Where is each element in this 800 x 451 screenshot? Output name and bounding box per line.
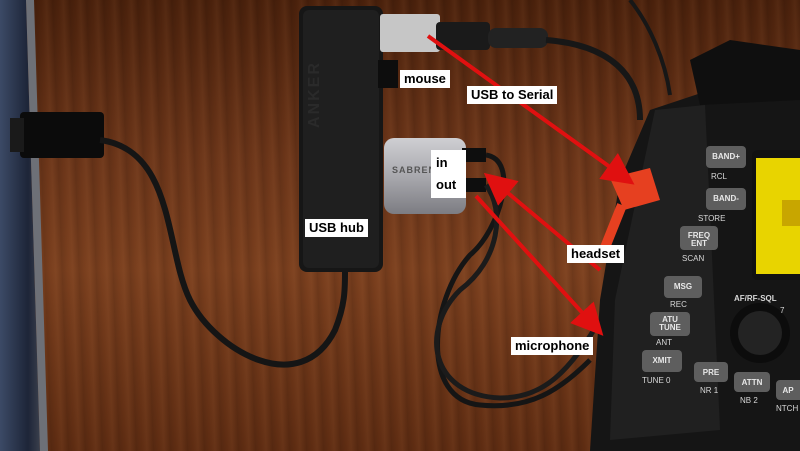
radio-knob-label: AF/RF-SQL xyxy=(734,294,777,303)
radio-button-atu-tune: ATU TUNE xyxy=(659,315,681,332)
radio-sub-store: STORE xyxy=(698,214,726,223)
radio-sub-rcl: RCL xyxy=(711,172,728,181)
radio-sub-nr: NR 1 xyxy=(700,386,719,395)
laptop-edge xyxy=(0,0,104,451)
label-out: out xyxy=(436,177,457,192)
in-jack xyxy=(462,148,486,162)
radio-knob-tick: 7 xyxy=(780,306,785,315)
radio-button-attn: ATTN xyxy=(741,378,763,387)
radio-sub-scan: SCAN xyxy=(682,254,705,263)
radio-sub-ant: ANT xyxy=(656,338,672,347)
radio-sub-rec: REC xyxy=(670,300,687,309)
mouse-port-plug xyxy=(378,60,398,88)
radio-button-band-down: BAND- xyxy=(713,194,739,203)
radio-button-msg: MSG xyxy=(673,282,693,291)
label-headset: headset xyxy=(567,245,625,263)
label-microphone: microphone xyxy=(511,337,594,355)
radio-sub-ntch: NTCH xyxy=(776,404,799,413)
usb-plug-laptop xyxy=(20,112,104,158)
adapter-brand-text: SABRENT xyxy=(392,165,443,175)
radio-button-band-up: BAND+ xyxy=(712,152,740,161)
radio-button-xmit: XMIT xyxy=(652,356,672,365)
hub-brand-text: ANKER xyxy=(306,61,323,128)
label-in: in xyxy=(436,155,448,170)
label-mouse: mouse xyxy=(400,70,450,88)
usb-hub xyxy=(299,6,398,272)
radio-button-freq-ent: FREQ ENT xyxy=(687,231,711,248)
arrow-microphone xyxy=(474,194,604,336)
radio-button-pre: PRE xyxy=(702,368,720,377)
label-in-out: in out xyxy=(431,150,466,198)
label-usb-to-serial: USB to Serial xyxy=(467,86,558,104)
out-jack xyxy=(462,178,486,192)
radio-sub-nb: NB 2 xyxy=(740,396,758,405)
arrow-usb-serial xyxy=(426,34,635,185)
radio-sub-tune: TUNE 0 xyxy=(642,376,671,385)
usb-serial-plug-metal xyxy=(380,14,440,52)
hub-cable xyxy=(99,137,348,368)
label-usb-hub: USB hub xyxy=(305,219,368,237)
radio-button-ap: AP xyxy=(782,386,794,395)
usb-serial-plug-body xyxy=(436,22,490,50)
